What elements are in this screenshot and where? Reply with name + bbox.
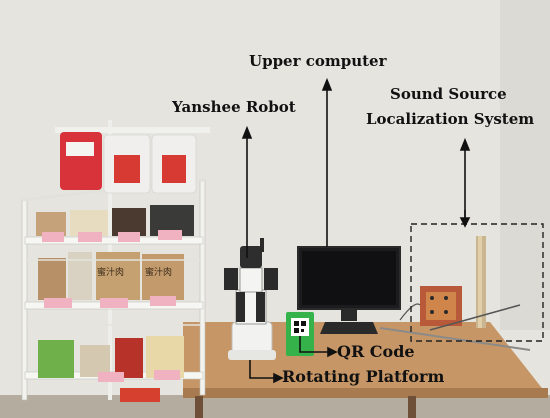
qr-code-arrow xyxy=(299,336,330,353)
qr-code-label: QR Code xyxy=(337,342,415,361)
annotation-arrows xyxy=(241,77,471,384)
floor xyxy=(0,395,550,418)
sound-source-system xyxy=(379,236,531,351)
sound-source-dashed-box xyxy=(410,223,544,342)
yanshee-robot xyxy=(224,238,278,360)
upper-computer-label: Upper computer xyxy=(249,52,387,70)
snack-shelf xyxy=(21,120,210,402)
wall-right-panel xyxy=(500,0,550,330)
shelf-sign-2: 蜜汁肉 xyxy=(145,268,173,278)
rotating-platform-arrow xyxy=(249,360,276,379)
shelf-sign-1: 蜜汁肉 xyxy=(97,268,125,278)
sound-source-label-line2: Localization System xyxy=(366,110,535,128)
qr-code-card xyxy=(286,312,314,356)
sound-source-label-line1: Sound Source xyxy=(390,85,507,103)
upper-computer-monitor xyxy=(297,246,401,334)
yanshee-robot-label: Yanshee Robot xyxy=(172,98,296,116)
rotating-platform-label: Rotating Platform xyxy=(282,367,445,386)
